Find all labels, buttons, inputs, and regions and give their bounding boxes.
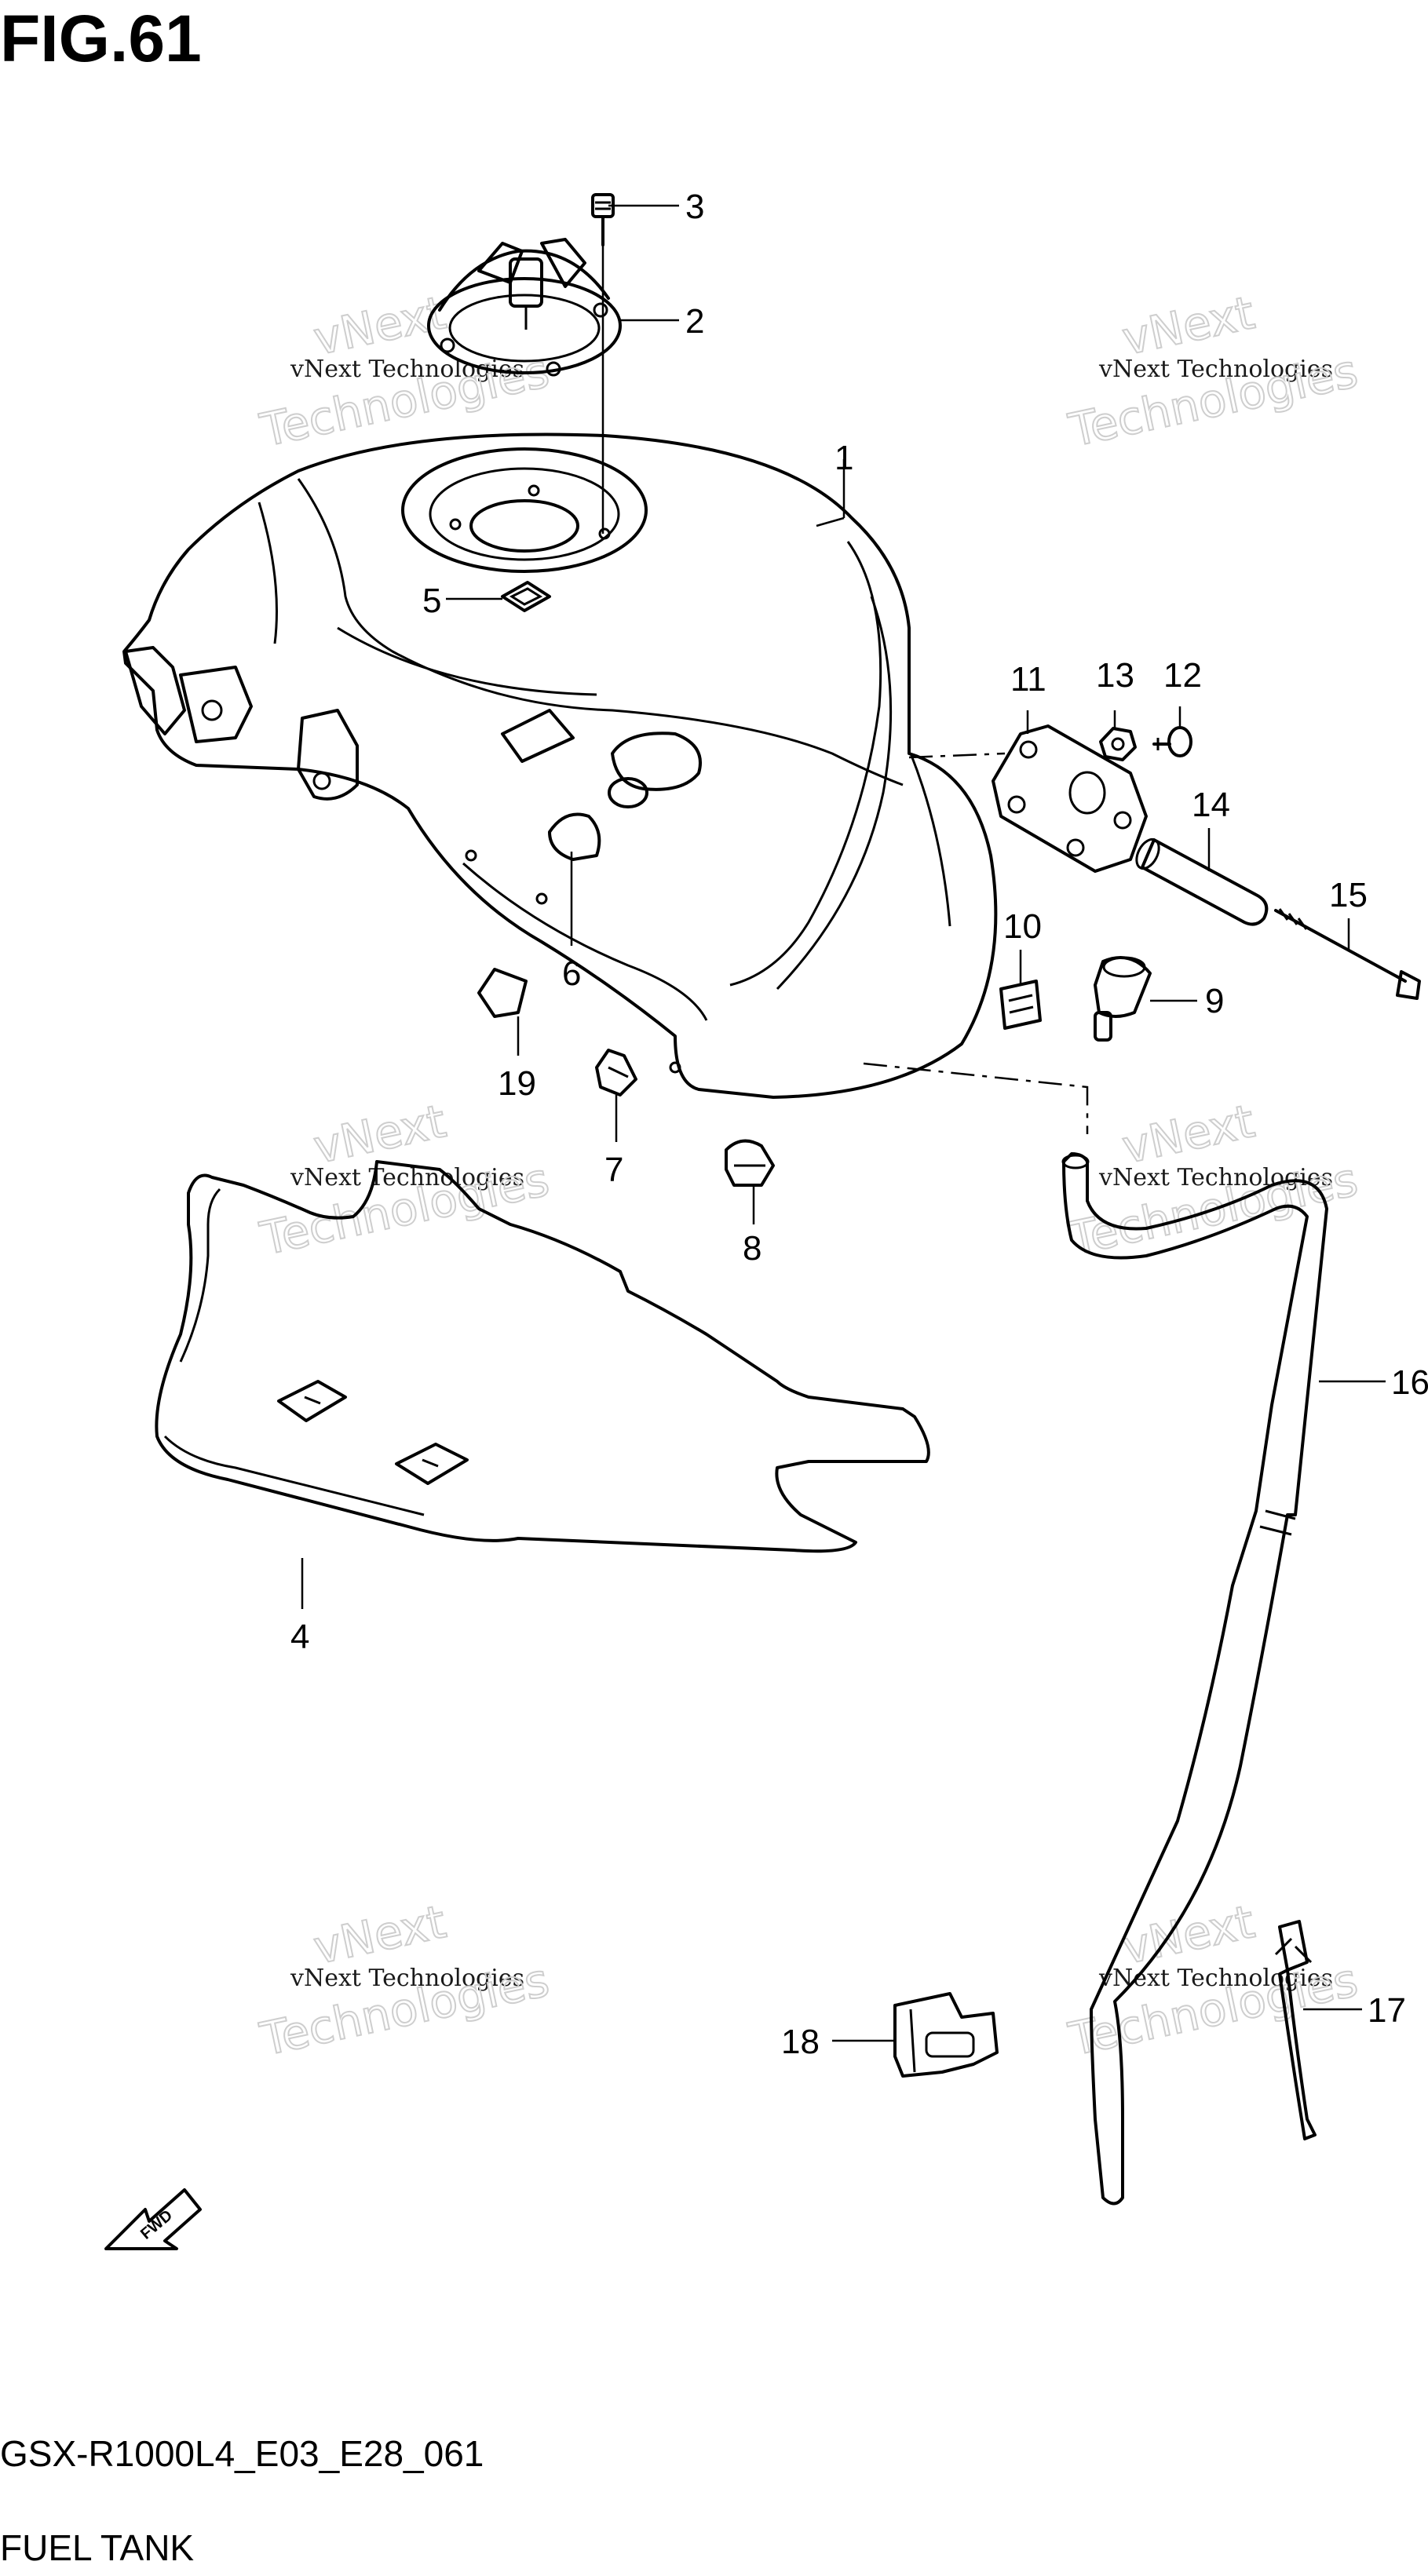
part-17-cable-tie [1274, 1920, 1317, 2140]
leader-lines [301, 204, 1386, 2042]
callout-19: 19 [498, 1064, 536, 1103]
callout-7: 7 [604, 1151, 623, 1189]
watermark-text: vNext Technologies [290, 1164, 524, 1191]
callout-3: 3 [685, 188, 704, 226]
part-4-insulator [155, 1160, 930, 1553]
callout-17: 17 [1368, 1991, 1406, 2030]
watermark: vNext Technologies Technologies vNext vN… [255, 285, 1364, 2067]
figure-title: FIG.61 [0, 2, 202, 75]
callout-6: 6 [562, 954, 581, 993]
callout-10: 10 [1003, 907, 1042, 946]
part-13-nut [1099, 727, 1137, 761]
part-16-hose [1061, 1152, 1328, 2206]
part-18-clamp [893, 1992, 999, 2078]
watermark-outline-text: vNext [1118, 1094, 1259, 1174]
part-2-fuel-cap [427, 238, 622, 377]
watermark-outline-text: vNext [1118, 286, 1259, 366]
callout-12: 12 [1163, 656, 1202, 695]
callout-18: 18 [781, 2023, 820, 2061]
model-code: GSX-R1000L4_E03_E28_061 [0, 2433, 484, 2474]
watermark-text: vNext Technologies [1098, 356, 1333, 383]
part-11-bracket [992, 724, 1148, 873]
watermark-text: vNext Technologies [1098, 1164, 1333, 1191]
callout-14: 14 [1192, 786, 1230, 824]
callout-1: 1 [835, 439, 853, 477]
part-8-grommet [725, 1139, 775, 1187]
callout-2: 2 [685, 302, 704, 341]
callout-4: 4 [290, 1618, 309, 1656]
diagram-name: FUEL TANK [0, 2527, 194, 2568]
callout-11: 11 [1010, 660, 1046, 699]
part-15-bolt [1274, 908, 1421, 1000]
part-3-screw [591, 193, 615, 246]
callout-13: 13 [1096, 656, 1134, 695]
callout-15: 15 [1329, 876, 1368, 914]
part-12-bolt [1152, 726, 1192, 757]
callout-16: 16 [1391, 1363, 1428, 1402]
part-5-label [501, 581, 551, 612]
callout-9: 9 [1205, 982, 1224, 1020]
part-1-fuel-tank [122, 432, 998, 1099]
part-14-spacer [1135, 837, 1269, 926]
part-7-clip [595, 1049, 637, 1096]
watermark-outline-text: vNext [309, 1895, 451, 1975]
watermark-text: vNext Technologies [290, 1965, 524, 1992]
part-9-damper [1094, 956, 1152, 1042]
part-19-cushion [477, 968, 528, 1018]
callout-labels: 3 2 1 5 6 11 13 12 14 15 10 9 19 7 8 16 … [290, 188, 1428, 2061]
part-10-pad [999, 980, 1042, 1030]
callout-5: 5 [422, 582, 441, 620]
forward-arrow-icon: FWD [104, 2188, 202, 2250]
callout-8: 8 [743, 1229, 761, 1268]
